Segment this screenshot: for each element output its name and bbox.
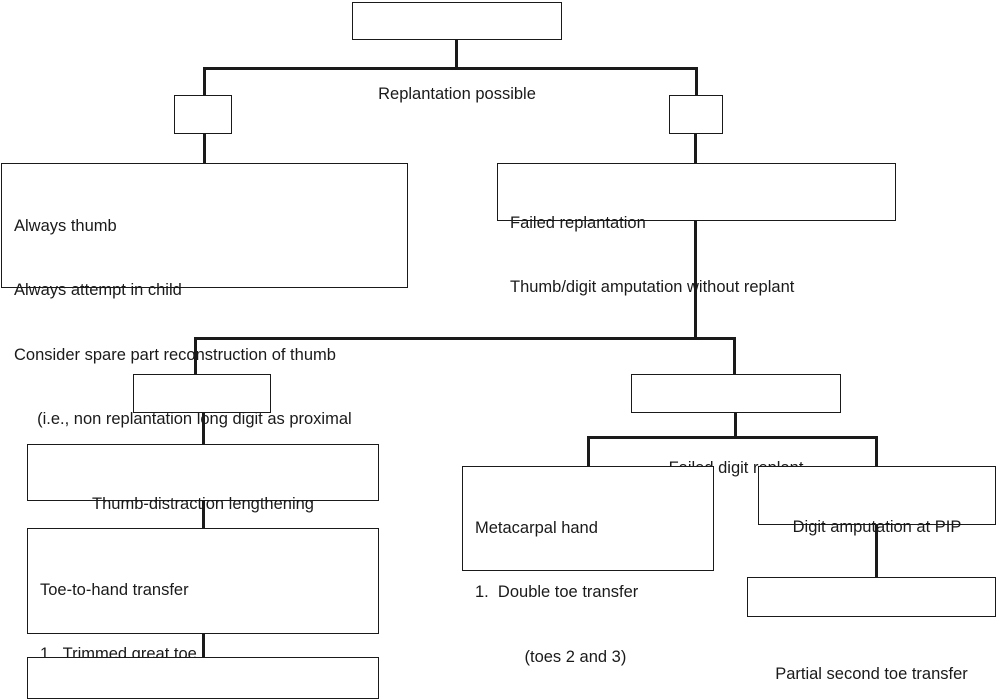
connector-level1-leg-no (695, 67, 698, 96)
node-prosthetic-fitting: Prosthetic fitting of thumb (27, 657, 379, 699)
node-replantation-possible: Replantation possible (352, 2, 562, 103)
connector-level1-leg-yes (203, 67, 206, 96)
node-metacarpal-hand: Metacarpal hand 1. Double toe transfer (… (462, 466, 714, 666)
connector-toe-to-hand-down (202, 633, 205, 659)
node-thumb-distraction: Thumb-distraction lengthening metacarpal… (27, 444, 379, 577)
connector-level3-bar (587, 436, 878, 439)
thumb-guidance-line-1: Always thumb (14, 216, 117, 235)
thumb-guidance-line-3: Consider spare part reconstruction of th… (14, 345, 336, 364)
connector-failed-thumb-down (202, 412, 205, 445)
connector-root-stem (455, 40, 458, 69)
connector-failed-digit-stem (734, 412, 737, 438)
metacarpal-hand-line-3: (toes 2 and 3) (524, 647, 627, 666)
failed-replantation-line-1: Failed replantation (510, 213, 646, 232)
node-partial-second-toe-label: Partial second toe transfer (775, 665, 968, 683)
connector-failed-replantation-stem (694, 220, 697, 338)
connector-digit-amputation-down (875, 524, 878, 578)
node-failed-replantation: Failed replantation Thumb/digit amputati… (497, 163, 896, 296)
failed-replantation-line-2: Thumb/digit amputation without replant (510, 278, 795, 297)
connector-level1-bar (203, 67, 698, 70)
thumb-distraction-line-1: Thumb-distraction lengthening (92, 494, 314, 513)
metacarpal-hand-line-2: 1. Double toe transfer (475, 583, 639, 602)
node-thumb-guidance: Always thumb Always attempt in child Con… (1, 163, 408, 492)
connector-yes-down (203, 133, 206, 164)
node-no: No (669, 95, 723, 198)
node-failed-digit-replant: Failed digit replant (631, 374, 841, 477)
node-failed-thumb: Failed thumb (133, 374, 271, 477)
toe-to-hand-line-1: Toe-to-hand transfer (40, 580, 189, 599)
node-partial-second-toe-transfer: Partial second toe transfer (747, 577, 996, 683)
connector-level3-leg-right (875, 436, 878, 466)
thumb-guidance-line-4: (i.e., non replantation long digit as pr… (37, 409, 352, 428)
connector-level2-bar (194, 337, 736, 340)
connector-level2-leg-left (194, 337, 197, 375)
node-digit-amputation-pip: Digit amputation at PIP joint or more pr… (758, 466, 996, 600)
connector-no-down (694, 133, 697, 164)
metacarpal-hand-line-1: Metacarpal hand (475, 518, 598, 537)
digit-amputation-line-1: Digit amputation at PIP (792, 517, 962, 536)
node-toe-to-hand-transfer: Toe-to-hand transfer 1. Trimmed great to… (27, 528, 379, 663)
node-replantation-possible-label: Replantation possible (378, 85, 536, 103)
thumb-guidance-line-2: Always attempt in child (14, 281, 182, 300)
connector-level2-leg-right (733, 337, 736, 375)
node-yes: Yes (174, 95, 232, 198)
connector-level3-leg-left (587, 436, 590, 466)
connector-thumb-distraction-down (202, 500, 205, 529)
